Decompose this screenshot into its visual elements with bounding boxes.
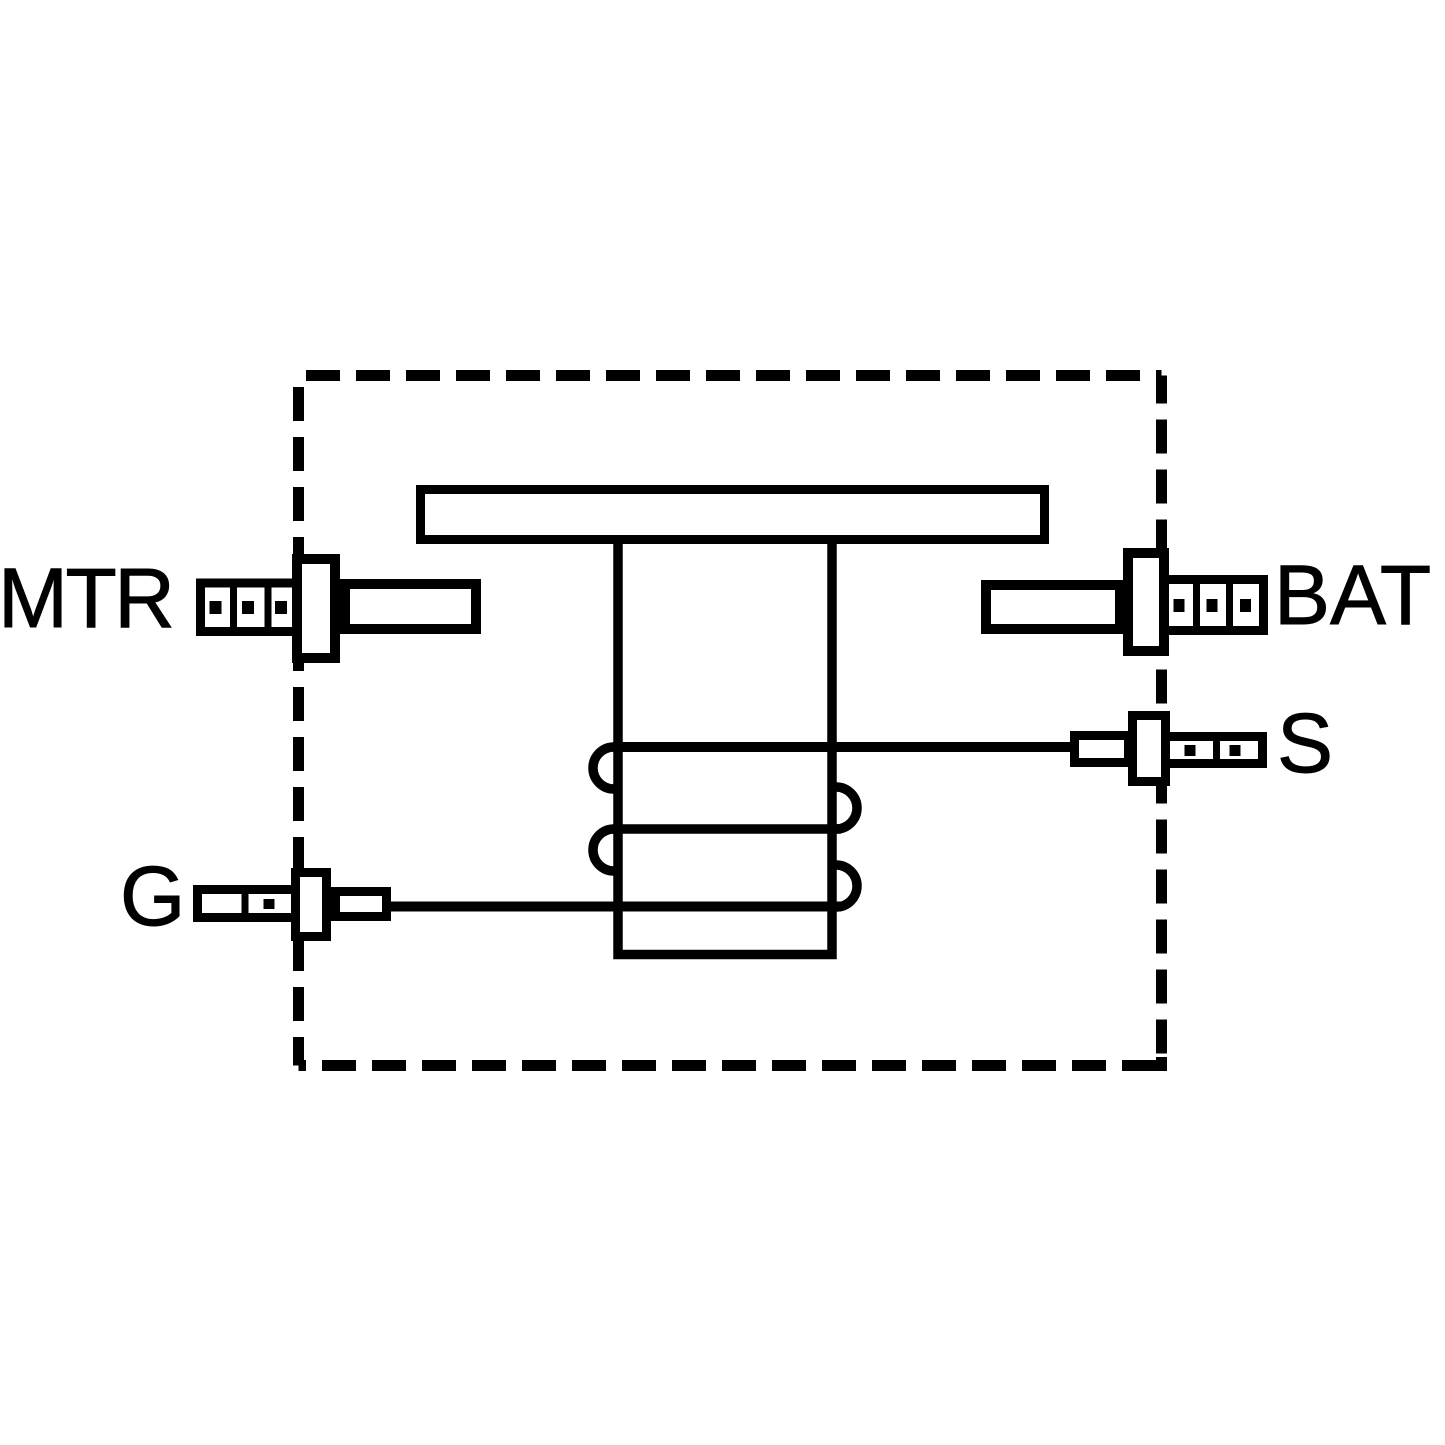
svg-text:MTR: MTR bbox=[0, 551, 172, 645]
svg-text:BAT: BAT bbox=[1274, 548, 1431, 642]
svg-text:S: S bbox=[1277, 696, 1333, 790]
svg-text:G: G bbox=[120, 849, 185, 943]
